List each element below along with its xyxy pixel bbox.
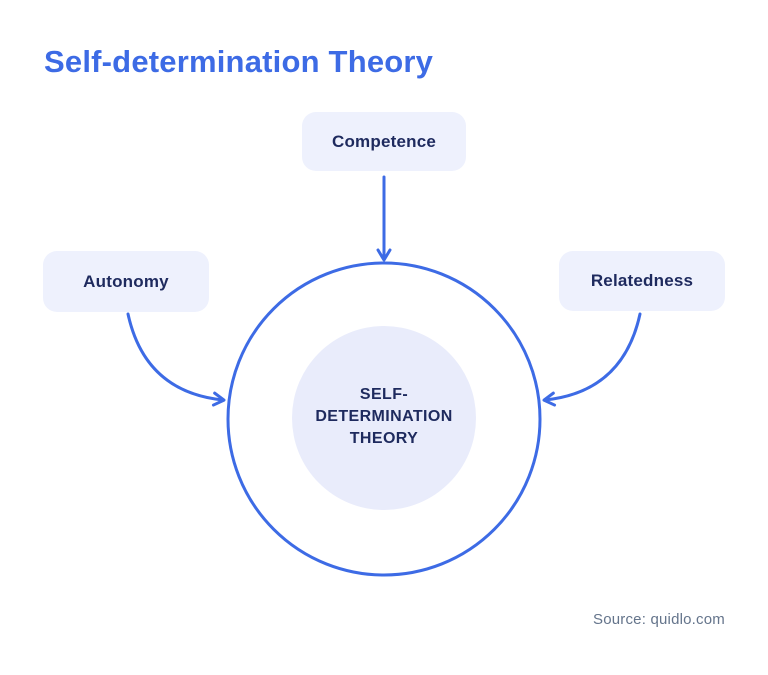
center-label: SELF- DETERMINATION THEORY	[284, 384, 484, 450]
node-autonomy: Autonomy	[43, 251, 209, 312]
node-competence: Competence	[302, 112, 466, 171]
center-label-line3: THEORY	[349, 430, 419, 447]
source-credit: Source: quidlo.com	[592, 611, 725, 628]
node-relatedness: Relatedness	[559, 251, 725, 311]
page-title: Self-determination Theory	[44, 44, 434, 79]
arrow-relatedness-to-center	[542, 312, 642, 407]
arrow-autonomy-to-center	[126, 312, 226, 407]
inner-circle	[292, 326, 476, 510]
center-label-line2: DETERMINATION	[315, 408, 453, 425]
center-label-line1: SELF-	[359, 386, 409, 403]
